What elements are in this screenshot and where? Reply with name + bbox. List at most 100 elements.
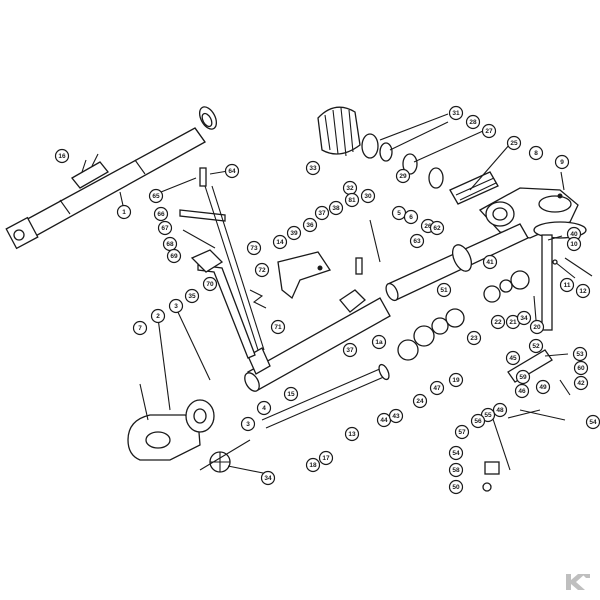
part-callout: 54 (448, 445, 464, 461)
part-callout-label: 30 (364, 193, 372, 200)
part-callout: 25 (506, 135, 522, 151)
part-callout-label: 53 (576, 351, 584, 358)
part-callout-label: 73 (250, 245, 258, 252)
part-callout: 14 (272, 234, 288, 250)
part-callout: 50 (448, 479, 464, 495)
part-callout-label: 49 (539, 384, 547, 391)
part-callout: 39 (286, 225, 302, 241)
part-callout-label: 44 (380, 417, 388, 424)
part-callout: 22 (490, 314, 506, 330)
part-callout: 9 (554, 154, 570, 170)
part-callout-label: 69 (170, 253, 178, 260)
part-callout-label: 56 (474, 418, 482, 425)
part-callout: 11 (559, 277, 575, 293)
part-callout: 43 (388, 408, 404, 424)
part-callout-label: 64 (228, 168, 236, 175)
part-callout: 16 (54, 148, 70, 164)
part-callout-label: 37 (346, 347, 354, 354)
part-callout-label: 23 (470, 335, 478, 342)
part-callout: 46 (514, 383, 530, 399)
part-callout: 15 (283, 386, 299, 402)
part-callout: 32 (342, 180, 358, 196)
part-callout: 66 (153, 206, 169, 222)
part-callout-label: 21 (509, 319, 517, 326)
part-callout-label: 66 (157, 211, 165, 218)
part-callout: 3 (240, 416, 256, 432)
part-callout-label: 18 (309, 462, 317, 469)
part-callout-label: 28 (469, 119, 477, 126)
part-callout: 63 (409, 233, 425, 249)
part-callout-label: 63 (413, 238, 421, 245)
part-callout: 35 (184, 288, 200, 304)
part-callout-label: 71 (274, 324, 282, 331)
part-callout: 18 (305, 457, 321, 473)
part-callout-label: 36 (306, 222, 314, 229)
part-callout-label: 16 (58, 153, 66, 160)
part-callout-label: 34 (264, 475, 272, 482)
part-callout: 12 (575, 283, 591, 299)
part-callout: 1 (116, 204, 132, 220)
main-tube-left (5, 106, 218, 250)
leader-lines (119, 113, 541, 475)
part-callout-label: 6 (409, 214, 413, 221)
drive-shaft-assembly (317, 106, 499, 205)
part-callout: 59 (515, 369, 531, 385)
part-callout-label: 2 (156, 313, 160, 320)
part-callout: 23 (466, 330, 482, 346)
part-callout-label: 4 (262, 405, 266, 412)
part-callout: 24 (412, 393, 428, 409)
part-callout-label: 20 (533, 324, 541, 331)
part-callout-label: 48 (496, 407, 504, 414)
part-callout: 34 (260, 470, 276, 486)
part-callout-label: 1 (122, 209, 126, 216)
part-callout: 60 (573, 360, 589, 376)
part-callout: 57 (454, 424, 470, 440)
part-callout: 2 (150, 308, 166, 324)
part-callout: 3 (168, 298, 184, 314)
part-callout-label: 42 (577, 380, 585, 387)
part-callout: 36 (302, 217, 318, 233)
gearbox-left (127, 399, 231, 473)
part-callout: 37 (342, 342, 358, 358)
part-callout-label: 45 (509, 355, 517, 362)
small-pins-right (547, 171, 593, 279)
part-callout-label: 31 (452, 110, 460, 117)
mounting-bracket (277, 219, 381, 300)
part-callout: 56 (470, 413, 486, 429)
part-callout: 53 (572, 346, 588, 362)
part-callout-label: 46 (518, 388, 526, 395)
lower-drive-shaft (199, 363, 390, 471)
part-callout: 41 (482, 254, 498, 270)
part-callout-label: 11 (564, 282, 571, 289)
part-callout: 10 (566, 236, 582, 252)
part-callout: 42 (573, 375, 589, 391)
part-callout: 47 (429, 380, 445, 396)
part-callout-label: 17 (322, 455, 330, 462)
gear-stack (397, 270, 537, 361)
part-callout-label: 41 (486, 259, 494, 266)
part-callout-label: 10 (570, 241, 578, 248)
part-callout: 40 (566, 226, 582, 242)
part-callout-label: 33 (309, 165, 317, 172)
part-callout-label: 39 (290, 230, 298, 237)
part-callout-label: 15 (287, 391, 295, 398)
part-callout: 73 (246, 240, 262, 256)
part-callout-label: 54 (589, 419, 597, 426)
part-callout: 28 (465, 114, 481, 130)
part-callout-label: 12 (579, 288, 587, 295)
gearbox-right (478, 187, 587, 331)
part-callout-label: 19 (452, 377, 460, 384)
part-callout-label: 47 (433, 385, 441, 392)
part-callout: 7 (132, 320, 148, 336)
part-callout-label: 29 (399, 173, 407, 180)
part-callout-label: 50 (452, 484, 460, 491)
part-callout: 51 (436, 282, 452, 298)
part-callout: 45 (505, 350, 521, 366)
part-callout: 64 (224, 163, 240, 179)
part-callout-label: 34 (520, 315, 528, 322)
part-callout-label: 14 (276, 239, 284, 246)
part-callout: 81 (344, 192, 360, 208)
part-callout-label: 35 (188, 293, 196, 300)
part-callout-label: 62 (433, 225, 441, 232)
